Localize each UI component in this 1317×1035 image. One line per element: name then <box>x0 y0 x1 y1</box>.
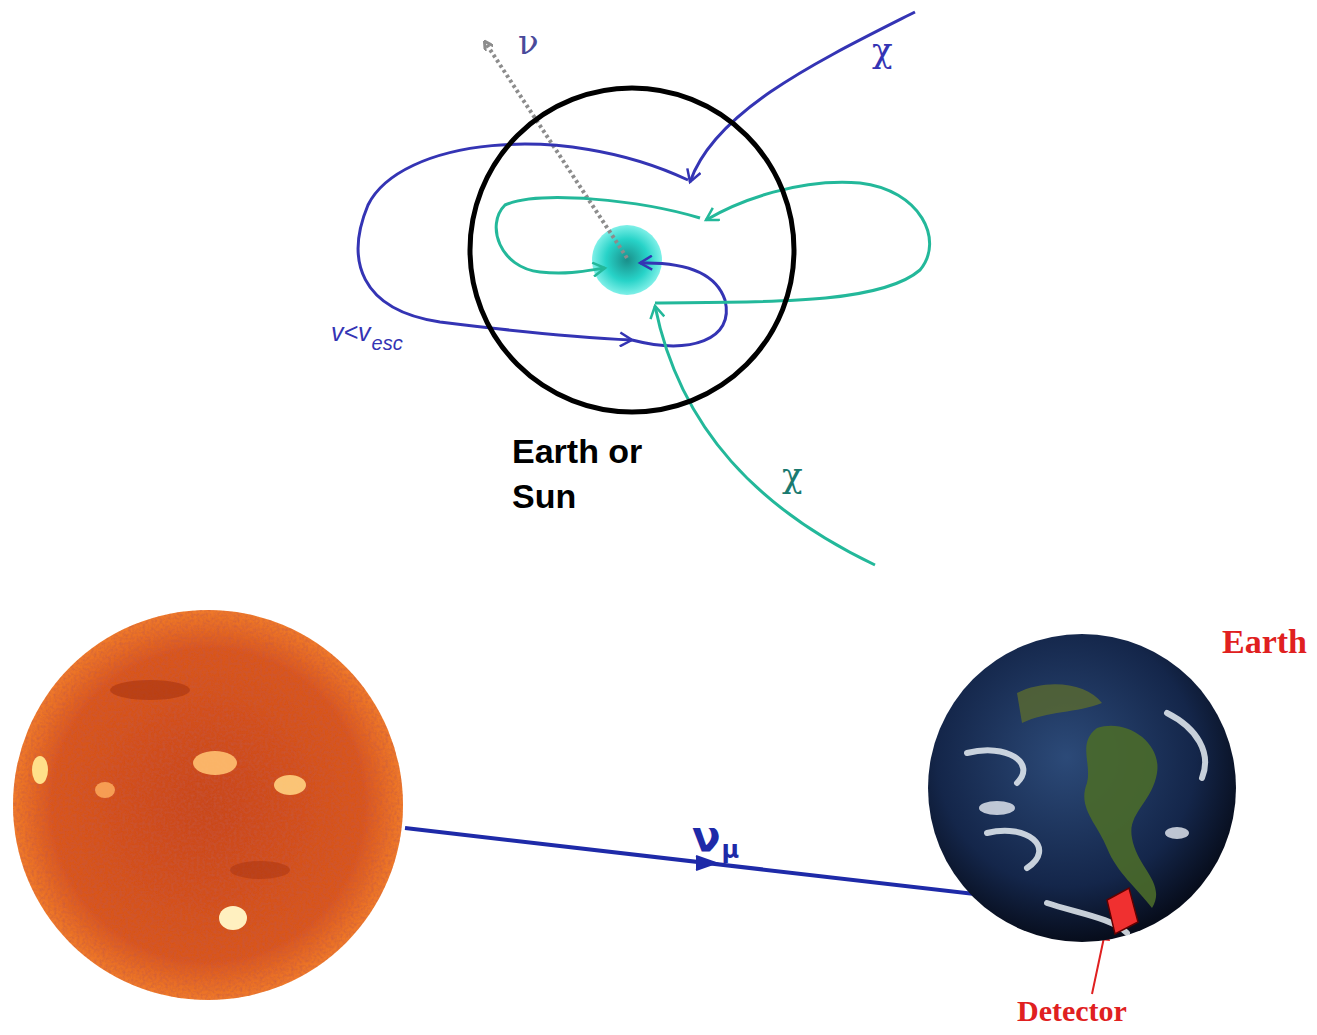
body-circle: Earth or Sun <box>468 86 796 414</box>
beam-subscript: μ <box>722 836 740 864</box>
trajectory <box>496 198 700 273</box>
node-label: Earth <box>1222 625 1307 659</box>
beam-symbol: ν <box>692 812 721 861</box>
node-shape <box>468 86 796 414</box>
continent <box>1084 726 1157 908</box>
velocity-condition: v<v <box>331 318 371 347</box>
core-blob <box>592 225 662 295</box>
sun-image <box>13 610 403 1000</box>
cloud <box>979 801 1015 815</box>
earth-globe: EarthDetector <box>927 633 1237 943</box>
detector: Detector <box>1105 888 1139 934</box>
trajectory <box>358 144 688 340</box>
velocity-subscript: esc <box>372 332 403 355</box>
node-label: Earth or Sun <box>512 429 647 519</box>
cloud <box>967 713 1205 933</box>
globe <box>928 634 1236 942</box>
particle-symbol: χ <box>782 455 803 495</box>
cloud <box>1165 827 1189 839</box>
node-shape <box>927 633 1237 943</box>
continent <box>1017 684 1102 723</box>
node-label: Detector <box>1017 996 1127 1026</box>
detector-box <box>1107 888 1138 934</box>
trajectory <box>690 12 915 182</box>
node-shape <box>1105 888 1139 934</box>
particle-symbol: ν <box>518 22 539 62</box>
body-outline <box>470 88 794 412</box>
particle-symbol: χ <box>872 30 893 70</box>
